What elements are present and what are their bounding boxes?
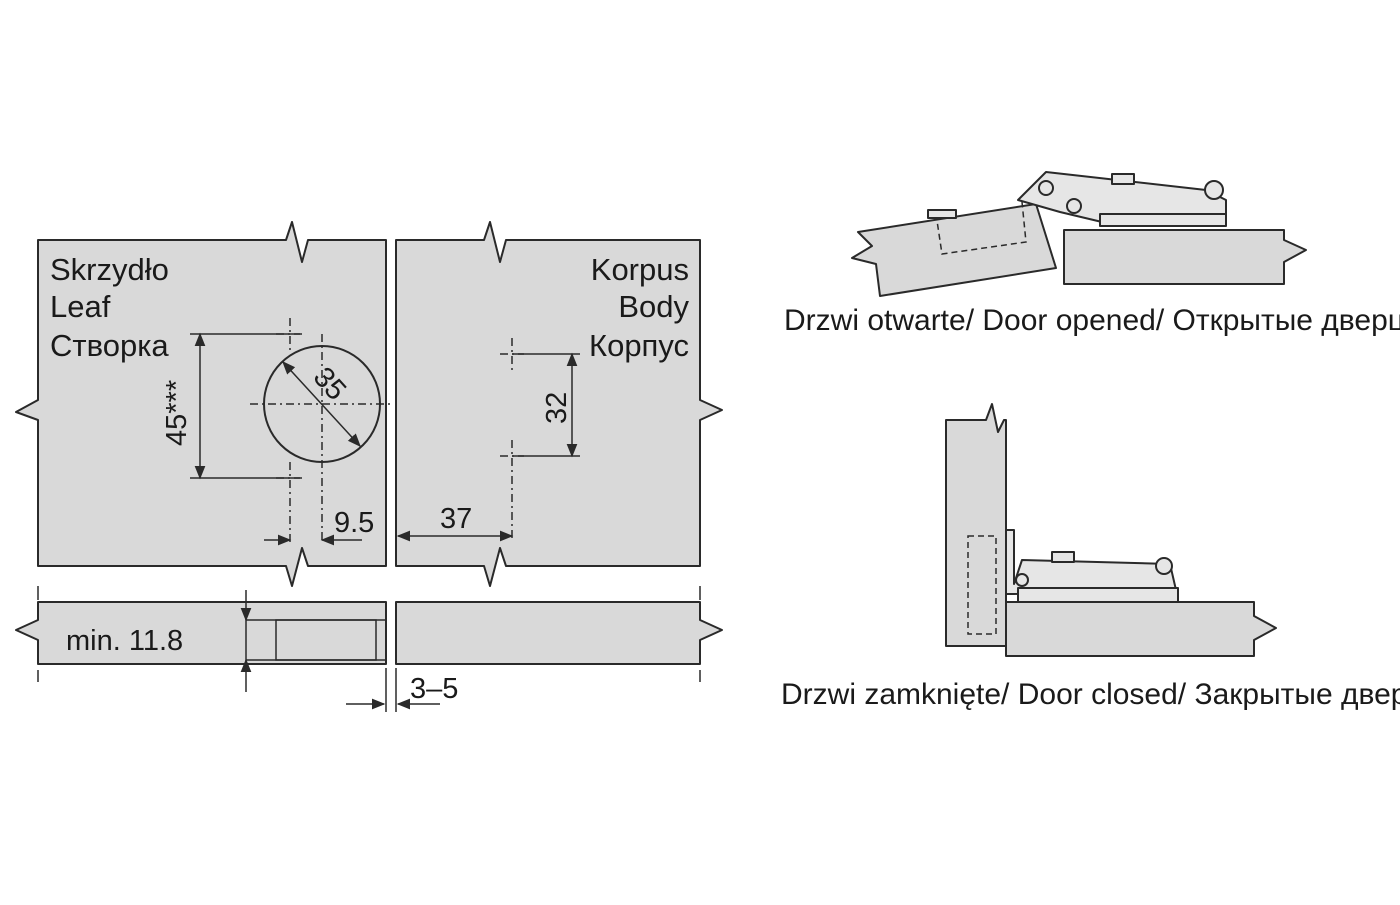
dim-front-offset: 37 [396, 503, 514, 542]
door-opened-illustration [851, 171, 1307, 297]
caption-door-closed: Drzwi zamknięte/ Door closed/ Закрытые д… [781, 678, 1400, 711]
body-panel: Korpus Body Корпус 32 37 [395, 221, 723, 587]
body-label-en: Body [618, 289, 689, 324]
dim-screw-spacing-label: 32 [541, 392, 573, 424]
dim-hole-spacing: 45*** [161, 332, 300, 480]
body-label-ru: Корпус [589, 328, 689, 363]
leaf-label-ru: Створка [50, 328, 169, 363]
dim-screw-spacing: 32 [512, 352, 580, 458]
opened-cabinet [1063, 229, 1307, 285]
dim-min-thickness-label: min. 11.8 [66, 625, 183, 657]
dim-front-offset-label: 37 [440, 503, 472, 535]
section-leaf [15, 601, 387, 665]
closed-cabinet [1005, 601, 1277, 657]
closed-hinge-arm [1005, 529, 1177, 595]
leaf-label-pl: Skrzydło [50, 252, 169, 287]
dim-edge-offset: 9.5 [264, 507, 374, 546]
closed-door [945, 403, 1007, 647]
opened-door [851, 203, 1057, 297]
door-closed-illustration [945, 403, 1277, 657]
section-body [395, 601, 723, 665]
leaf-panel: Skrzydło Leaf Створка 45*** 35 [15, 221, 394, 587]
caption-door-opened: Drzwi otwarte/ Door opened/ Открытые две… [784, 304, 1400, 337]
dim-hole-spacing-label: 45*** [161, 380, 193, 446]
body-label-pl: Korpus [591, 252, 689, 287]
section-view: min. 11.8 3–5 [15, 586, 723, 712]
leaf-screw-holes [276, 318, 304, 542]
leaf-label-en: Leaf [50, 289, 111, 324]
dim-edge-offset-label: 9.5 [334, 507, 374, 539]
dim-gap: 3–5 [346, 668, 458, 712]
dim-gap-label: 3–5 [410, 673, 458, 705]
